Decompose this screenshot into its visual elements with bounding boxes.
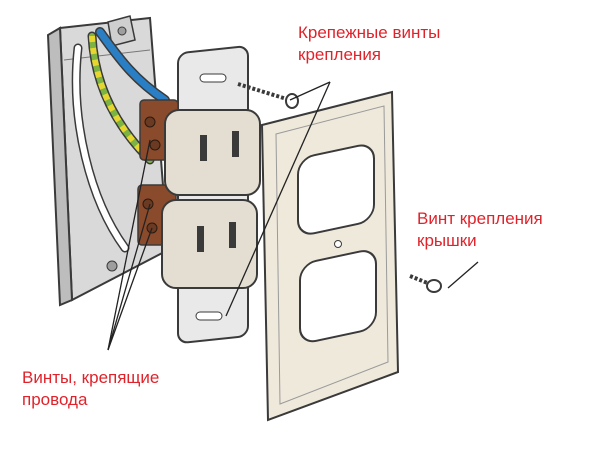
box-screw-bottom	[106, 260, 118, 272]
box-side-wall	[46, 26, 74, 307]
cover-screw	[409, 274, 442, 293]
leader-wire-1	[107, 139, 151, 351]
label-mounting-screws: Крепежные винты крепления	[298, 22, 440, 66]
receptacle-bottom-slot-left	[197, 226, 204, 252]
label-mounting-screws-line2: крепления	[298, 45, 382, 64]
label-wire-screws-line2: провода	[22, 390, 88, 409]
receptacle-bottom	[161, 199, 258, 289]
cover-screw-hole	[334, 240, 342, 248]
mounting-screw-shaft	[237, 82, 291, 102]
cover-plate-body	[260, 90, 400, 422]
label-cover-screw-line2: крышки	[417, 231, 477, 250]
cover-plate	[260, 90, 400, 422]
cover-opening-top	[297, 144, 375, 235]
outlet-top-ear-slot	[199, 73, 227, 83]
cover-plate-inner	[275, 105, 389, 405]
wire-white-fill	[73, 45, 128, 251]
cover-opening-bottom	[299, 250, 377, 343]
receptacle-bottom-slot-right	[229, 222, 236, 248]
leader-mount-2	[225, 81, 331, 317]
receptacle-top-slot-left	[200, 135, 207, 161]
leader-wire-3	[107, 203, 151, 351]
terminal-screw-1	[144, 116, 156, 128]
receptacle-top-slot-right	[232, 131, 239, 157]
label-cover-screw: Винт крепления крышки	[417, 208, 543, 252]
terminal-screw-3	[142, 198, 154, 210]
leader-cover	[447, 261, 479, 289]
cover-screw-head	[426, 279, 442, 293]
leader-lines	[107, 81, 479, 351]
box-screw-top	[117, 26, 127, 36]
terminal-screw-2	[149, 139, 161, 151]
leader-mount-1	[289, 81, 331, 101]
duplex-outlet	[137, 45, 261, 344]
label-wire-screws-line1: Винты, крепящие	[22, 368, 160, 387]
mounting-screw-head	[285, 93, 299, 109]
outlet-bottom-ear-slot	[195, 311, 223, 321]
label-cover-screw-line1: Винт крепления	[417, 209, 543, 228]
label-mounting-screws-line1: Крепежные винты	[298, 23, 441, 42]
leader-wire-2	[107, 227, 153, 351]
wire-blue	[96, 28, 169, 104]
receptacle-top	[164, 109, 261, 196]
cover-screw-shaft	[409, 274, 431, 286]
label-wire-screws: Винты, крепящие провода	[22, 367, 159, 411]
